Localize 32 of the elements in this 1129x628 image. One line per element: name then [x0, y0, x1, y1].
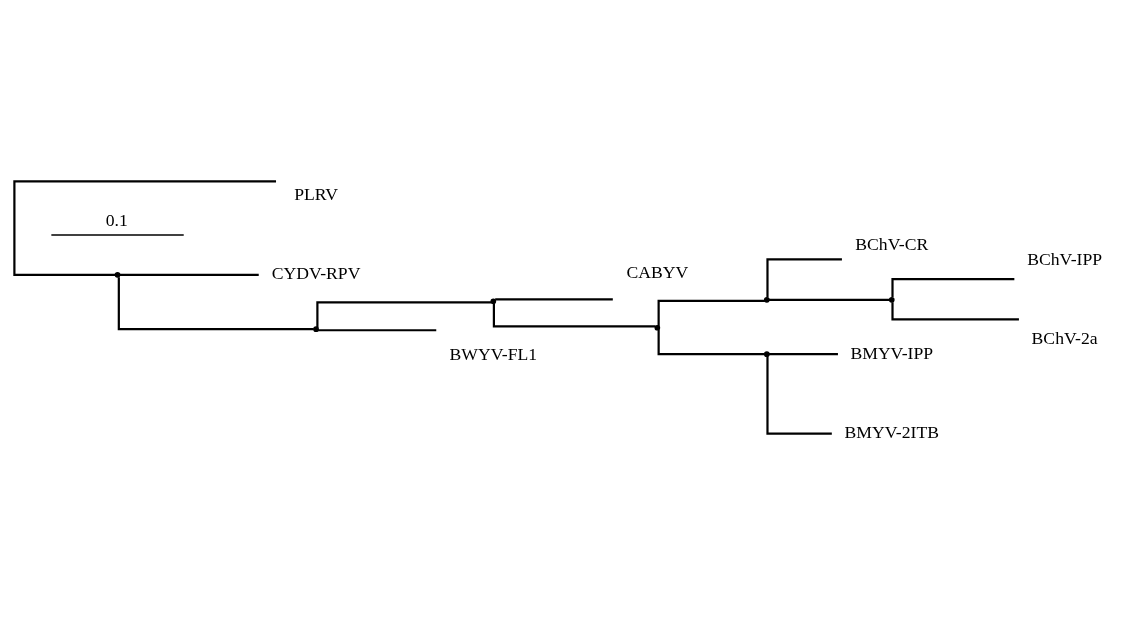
connector	[657, 328, 765, 355]
node-text: CYDV-RPV	[271, 262, 361, 283]
connector	[766, 356, 832, 435]
node-point	[313, 325, 319, 332]
node-text: BChV-2a	[1031, 327, 1098, 348]
connector	[891, 301, 1019, 320]
node-point	[114, 271, 121, 278]
node-text: BMYV-IPP	[850, 342, 934, 363]
node-text: BChV-IPP	[1027, 248, 1103, 269]
node-point	[654, 324, 661, 331]
connector	[119, 273, 259, 276]
label: 0.1	[105, 209, 128, 230]
node-text: CABYV	[626, 261, 689, 282]
connector	[13, 179, 277, 276]
node-text: BChV-CR	[855, 233, 929, 254]
connector	[316, 300, 492, 327]
node-text: BWYV-FL1	[449, 343, 538, 364]
connector	[117, 276, 314, 330]
node-point	[764, 296, 770, 303]
node-point	[888, 296, 895, 303]
connector	[769, 298, 890, 301]
connector	[318, 328, 437, 331]
node-point	[490, 297, 497, 304]
connector	[492, 303, 656, 327]
connector	[766, 257, 842, 298]
node-point	[764, 350, 770, 357]
connector	[769, 352, 838, 355]
connector	[495, 297, 613, 301]
node-text: BMYV-2ITB	[844, 421, 939, 442]
connector	[891, 277, 1015, 297]
connector	[657, 299, 765, 326]
node-text: PLRV	[294, 183, 338, 204]
